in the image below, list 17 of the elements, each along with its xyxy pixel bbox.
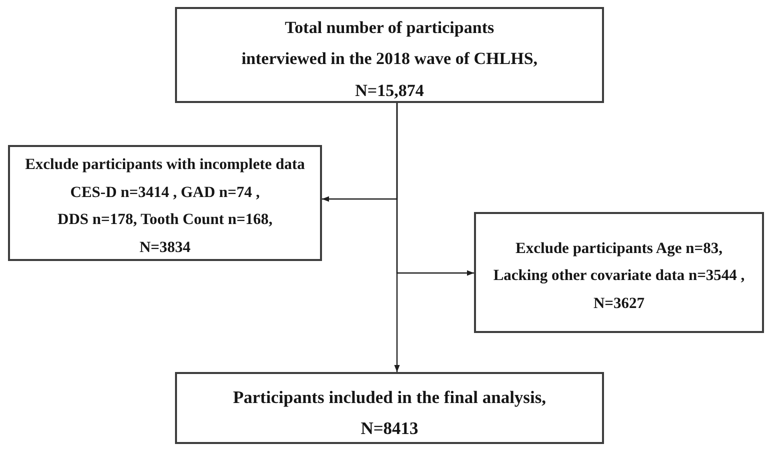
box-text: Lacking other covariate data n=3544 , xyxy=(493,266,745,286)
process-box xyxy=(8,145,322,261)
arrow xyxy=(394,103,400,372)
box-text: Total number of participants xyxy=(284,16,494,39)
box-text: Exclude participants Age n=83, xyxy=(516,238,722,259)
box-text: CES-D n=3414 , GAD n=74 , xyxy=(70,182,260,202)
box-text: Exclude participants with incomplete data xyxy=(25,155,305,175)
box-text: Participants included in the final analysis, xyxy=(232,386,546,409)
process-box xyxy=(175,372,604,444)
process-box xyxy=(474,212,764,333)
box-text: N=3834 xyxy=(139,238,191,258)
box-text: DDS n=178, Tooth Count n=168, xyxy=(58,210,272,230)
box-text: interviewed in the 2018 wave of CHLHS, xyxy=(241,48,538,70)
box-text: N=3627 xyxy=(593,294,645,314)
box-text: N=15,874 xyxy=(355,80,424,102)
box-text: N=8413 xyxy=(360,416,418,440)
process-box xyxy=(175,7,604,103)
